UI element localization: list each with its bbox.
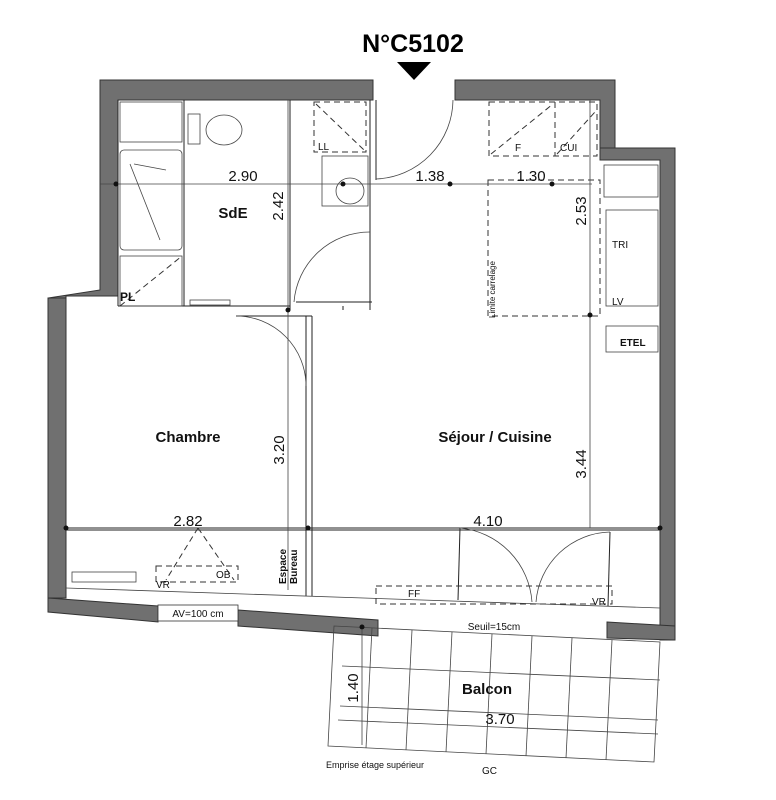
label-bureau: Bureau [289, 550, 300, 584]
label-cui: CUI [560, 143, 577, 154]
partitions [65, 100, 661, 609]
dim-bath-width: 2.90 [228, 168, 257, 185]
shower-tray [119, 149, 183, 251]
dim-kitchen-depth: 2.53 [573, 196, 590, 225]
room-label-bedroom: Chambre [155, 429, 220, 446]
entrance-arrow-icon [397, 62, 431, 80]
dim-bath-depth: 2.42 [270, 191, 287, 220]
av-box [157, 604, 239, 622]
kitchen-fixtures [487, 101, 659, 353]
label-pl: PL [120, 290, 135, 304]
label-ff: FF [408, 589, 420, 600]
dim-entry-width: 1.38 [415, 168, 444, 185]
label-ll: LL [318, 142, 330, 153]
room-label-bathroom: SdE [218, 205, 247, 222]
bedroom-door[interactable] [235, 315, 307, 387]
label-ob: OB [216, 570, 231, 581]
bedroom-window[interactable] [71, 527, 239, 583]
dim-living-width: 4.10 [473, 513, 502, 530]
entry-door[interactable] [375, 99, 454, 180]
label-espace: Espace [278, 549, 289, 584]
radiator-icon [71, 571, 137, 583]
label-vr-left: VR [156, 580, 170, 591]
walls [47, 79, 676, 641]
label-emprise: Emprise étage supérieur [326, 760, 424, 770]
dimension-lines [63, 100, 663, 745]
dim-bedroom-depth: 3.20 [271, 435, 288, 464]
dim-kitchen-width: 1.30 [516, 168, 545, 185]
balcony-doors[interactable] [375, 527, 613, 607]
label-seuil: Seuil=15cm [468, 622, 521, 633]
label-vr-right: VR [592, 597, 606, 608]
dim-living-depth: 3.44 [573, 449, 590, 478]
label-f: F [515, 143, 521, 154]
dim-balcony-width: 3.70 [485, 711, 514, 728]
label-etel: ETEL [620, 338, 646, 349]
dim-bedroom-width: 2.82 [173, 513, 202, 530]
label-tri: TRI [612, 240, 628, 251]
apartment-number: N°C5102 [362, 30, 464, 58]
label-limite-carrelage: Limite carrelage [488, 261, 497, 318]
bathroom-fixtures [119, 101, 371, 307]
label-gc: GC [482, 766, 497, 777]
label-av: AV=100 cm [172, 609, 223, 620]
label-lv: LV [612, 297, 624, 308]
room-label-balcony: Balcon [462, 681, 512, 698]
balcony [327, 625, 661, 763]
toilet-icon [205, 114, 243, 146]
dim-balcony-depth: 1.40 [345, 673, 362, 702]
room-label-living: Séjour / Cuisine [438, 429, 551, 446]
sink-icon [335, 177, 365, 205]
